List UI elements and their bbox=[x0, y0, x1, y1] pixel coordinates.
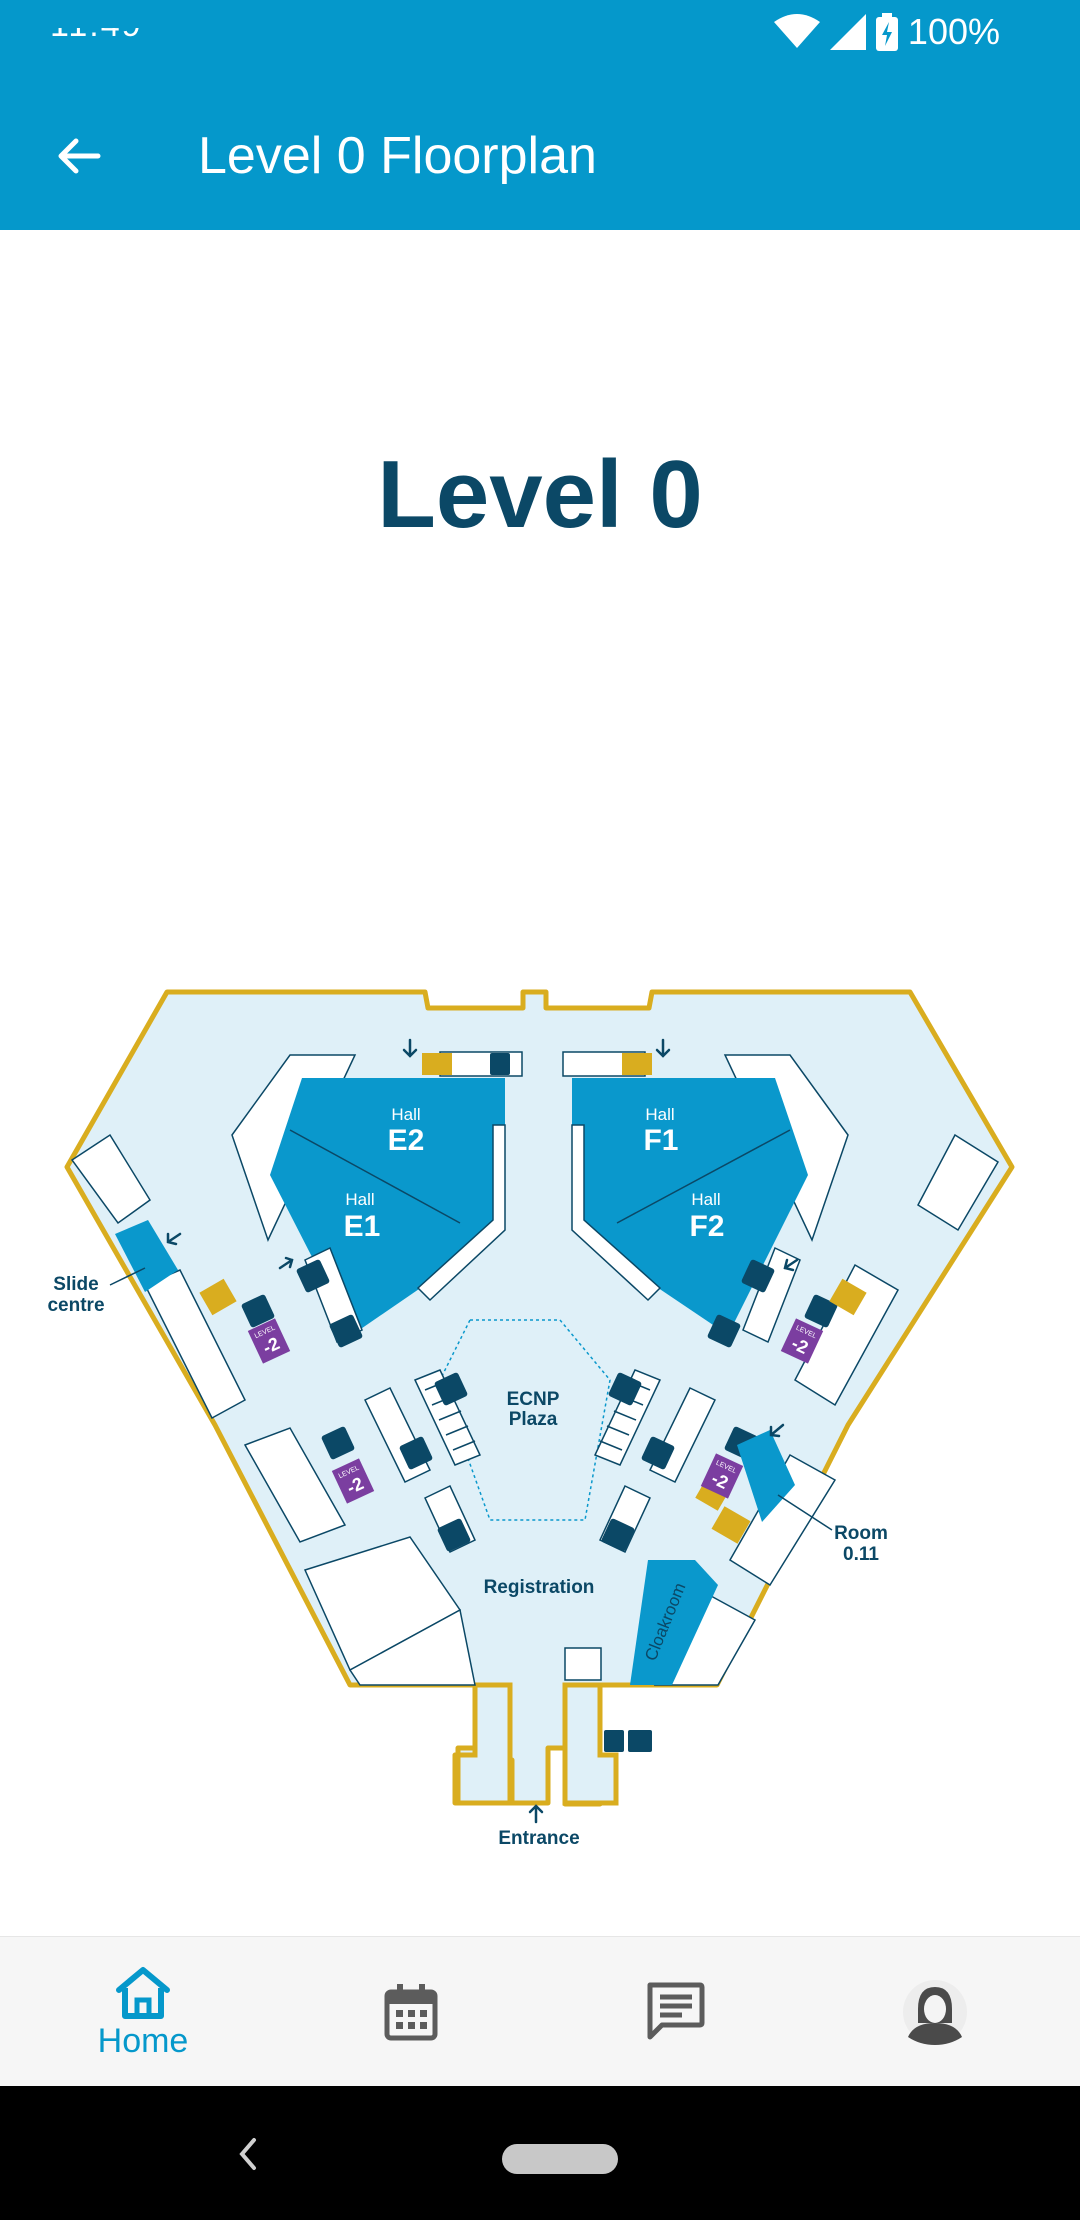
svg-text:-2: -2 bbox=[344, 1473, 367, 1498]
lift-icon bbox=[490, 1053, 510, 1075]
parking-icon bbox=[628, 1730, 652, 1752]
lift-icon bbox=[437, 1518, 471, 1552]
level-heading: Level 0 bbox=[377, 441, 703, 548]
back-button[interactable] bbox=[42, 120, 114, 192]
lift-icon bbox=[296, 1259, 330, 1293]
room-label-line2: 0.11 bbox=[843, 1544, 879, 1565]
floorplan-content: Level 0 Hall bbox=[0, 230, 1080, 1936]
svg-text:-2: -2 bbox=[788, 1333, 811, 1358]
signal-icon bbox=[829, 14, 866, 50]
home-pill-icon[interactable] bbox=[502, 2144, 618, 2174]
lift-icon bbox=[399, 1436, 433, 1470]
nav-messages[interactable] bbox=[540, 1937, 810, 2087]
lift-icon bbox=[707, 1314, 741, 1348]
arrow-icon bbox=[402, 1038, 418, 1058]
svg-text:-2: -2 bbox=[260, 1333, 283, 1358]
stairs-right bbox=[593, 1369, 662, 1466]
stairs-left bbox=[413, 1369, 482, 1466]
hall-e1-prefix: Hall bbox=[345, 1190, 374, 1209]
hall-f2-code: F2 bbox=[689, 1210, 724, 1243]
level-badge-right-lower: LEVEL -2 bbox=[700, 1453, 744, 1499]
escalator-icon bbox=[241, 1294, 275, 1328]
hall-e2-prefix: Hall bbox=[391, 1105, 420, 1124]
status-time: 11:49 bbox=[50, 6, 143, 44]
app-title: Level 0 Floorplan bbox=[198, 127, 597, 185]
bottom-navigation: Home bbox=[0, 1936, 1080, 2087]
room-bottom-right-1 bbox=[728, 1453, 837, 1587]
nav-profile[interactable] bbox=[800, 1937, 1070, 2087]
chat-icon bbox=[647, 1982, 705, 2040]
wifi-icon bbox=[773, 14, 820, 48]
hall-f-divider bbox=[616, 1129, 791, 1224]
hall-e2-code: E2 bbox=[388, 1124, 425, 1157]
floorplan-map[interactable]: Hall E2 Hall E1 Hall F1 Hall F2 ECNP Pla… bbox=[0, 730, 1080, 1880]
hall-e-divider bbox=[289, 1129, 461, 1224]
arrow-icon bbox=[166, 1232, 182, 1246]
svg-text:-2: -2 bbox=[708, 1468, 731, 1493]
entrance-arrow-icon bbox=[528, 1804, 544, 1824]
nav-home-label: Home bbox=[97, 2021, 189, 2060]
plaza-label-line1: ECNP bbox=[507, 1389, 560, 1410]
arrow-icon bbox=[769, 1423, 785, 1438]
lift-icon bbox=[604, 1730, 624, 1752]
room-label-line1: Room bbox=[834, 1523, 888, 1544]
battery-percentage: 100% bbox=[907, 11, 1000, 52]
escalator-icon bbox=[804, 1294, 838, 1328]
system-back-button[interactable] bbox=[220, 2126, 276, 2182]
hall-f1-prefix: Hall bbox=[645, 1105, 674, 1124]
room-bottom-left-1 bbox=[243, 1427, 347, 1543]
room-left-perimeter bbox=[70, 1133, 152, 1225]
nav-home[interactable]: Home bbox=[8, 1937, 278, 2087]
home-icon bbox=[116, 1966, 170, 2019]
toilet-icon bbox=[622, 1053, 652, 1075]
arrow-icon bbox=[278, 1256, 294, 1270]
entrance-corridor bbox=[455, 1682, 513, 1806]
hall-f1-code: F1 bbox=[643, 1124, 678, 1157]
arrow-left-icon bbox=[58, 138, 101, 174]
battery-charging-icon bbox=[875, 13, 898, 51]
escalator-icon bbox=[608, 1372, 642, 1406]
slide-centre-room bbox=[115, 1220, 178, 1292]
level-badge-left: LEVEL -2 bbox=[247, 1318, 291, 1364]
lift-icon bbox=[329, 1314, 363, 1348]
chevron-left-icon bbox=[239, 2138, 256, 2170]
plaza-label-line2: Plaza bbox=[509, 1409, 558, 1430]
arrow-icon bbox=[783, 1258, 799, 1272]
room-right-perimeter bbox=[917, 1133, 1000, 1232]
lift-icon bbox=[601, 1518, 635, 1552]
room-0-11 bbox=[737, 1430, 795, 1522]
lift-icon bbox=[641, 1436, 675, 1470]
arrow-icon bbox=[655, 1038, 671, 1058]
status-icons: 100% bbox=[773, 10, 1000, 54]
cloakroom-area bbox=[630, 1560, 718, 1685]
toilet-icon bbox=[422, 1053, 452, 1075]
slide-centre-label-line2: centre bbox=[47, 1295, 104, 1316]
level-badge-left-lower: LEVEL -2 bbox=[331, 1458, 375, 1504]
slide-centre-label-line1: Slide bbox=[53, 1274, 98, 1295]
registration-label: Registration bbox=[484, 1577, 595, 1598]
lift-icon bbox=[741, 1259, 775, 1293]
escalator-icon bbox=[434, 1372, 468, 1406]
escalator-icon bbox=[321, 1426, 355, 1460]
hall-f2-prefix: Hall bbox=[691, 1190, 720, 1209]
info-desk-icon bbox=[564, 1647, 602, 1681]
room-bottom-left-3 bbox=[348, 1608, 476, 1686]
app-bar: Level 0 Floorplan bbox=[0, 64, 1080, 230]
calendar-icon bbox=[384, 1984, 438, 2041]
entrance-corridor-right bbox=[562, 1682, 619, 1806]
status-bar: 11:49 100% bbox=[0, 0, 1080, 64]
level-badge-right: LEVEL -2 bbox=[780, 1318, 824, 1364]
nav-schedule[interactable] bbox=[276, 1937, 546, 2087]
profile-avatar-icon bbox=[903, 1980, 967, 2045]
system-navigation-bar bbox=[0, 2086, 1080, 2220]
toilet-icon bbox=[829, 1278, 867, 1316]
accessible-toilet-icon bbox=[711, 1506, 751, 1544]
toilet-icon bbox=[199, 1278, 237, 1316]
entrance-label: Entrance bbox=[498, 1828, 579, 1849]
hall-e1-code: E1 bbox=[344, 1210, 381, 1243]
